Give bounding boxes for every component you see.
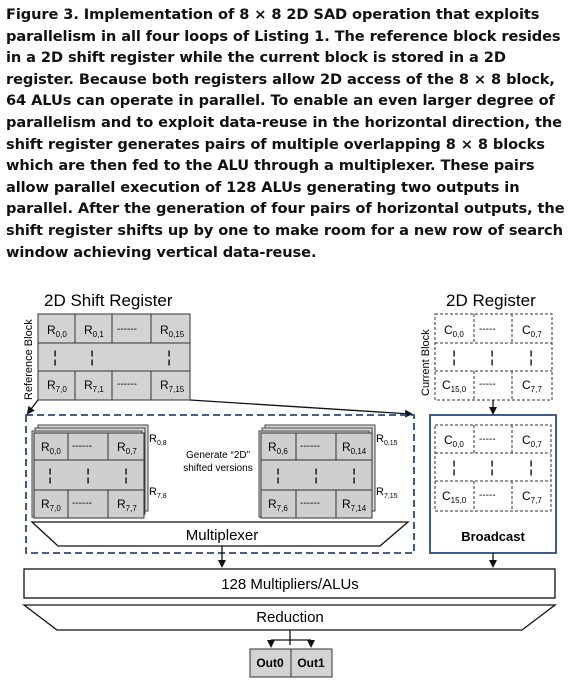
- vdots: ¦: [452, 349, 456, 366]
- cell-r0-8: R0,8: [149, 433, 167, 447]
- cell-r7-6: R7,6: [268, 497, 288, 513]
- vdots: ¦: [352, 467, 356, 484]
- vdots: ¦: [314, 467, 318, 484]
- vdots: ¦: [53, 349, 57, 366]
- vdots: ¦: [90, 349, 94, 366]
- vdots: ¦: [490, 349, 494, 366]
- dash-cell: ------: [72, 441, 92, 452]
- reduction-trapezoid: [22, 604, 557, 631]
- register-title: 2D Register: [446, 291, 536, 310]
- multiplexer-region: [25, 414, 415, 554]
- dash-cell: ------: [72, 498, 92, 509]
- cell-r7-15: R7,15: [376, 486, 398, 500]
- cell-r7-8: R7,8: [149, 486, 167, 500]
- vdots: ¦: [167, 349, 171, 366]
- short-dash-cell: -----: [479, 379, 496, 390]
- cell-r7-1: R7,1: [84, 378, 104, 394]
- figure-caption: Figure 3. Implementation of 8 × 8 2D SAD…: [6, 6, 565, 261]
- out1-box: [290, 648, 333, 678]
- vdots: ¦: [276, 467, 280, 484]
- vdots: ¦: [529, 459, 533, 476]
- dash-cell: ------: [300, 498, 320, 509]
- alu-bar: [23, 568, 556, 599]
- cell-r0-15: R0,15: [376, 433, 398, 447]
- cell-r0-0: R0,0: [47, 323, 67, 339]
- cell-c7-7: C7,7: [522, 378, 542, 394]
- short-dash-cell: -----: [479, 324, 496, 335]
- vdots: ¦: [124, 467, 128, 484]
- out1-label: Out1: [297, 656, 325, 670]
- cell-r0-1: R0,1: [84, 323, 104, 339]
- cell-c0-7: C0,7: [522, 323, 542, 339]
- cell-c15-0: C15,0: [442, 489, 467, 505]
- vdots: ¦: [529, 349, 533, 366]
- cell-c7-7: C7,7: [522, 489, 542, 505]
- dash-cell: ------: [300, 441, 320, 452]
- short-dash-cell: -----: [479, 434, 496, 445]
- generate-label-line2: shifted versions: [183, 463, 252, 474]
- vdots: ¦: [490, 459, 494, 476]
- cell-r7-14: R7,14: [342, 497, 367, 513]
- reference-block-label: Reference Block: [23, 319, 35, 400]
- out0-label: Out0: [256, 656, 284, 670]
- cell-c0-0: C0,0: [444, 433, 464, 449]
- multiplexer-trapezoid: [30, 521, 410, 547]
- cell-r7-0: R7,0: [41, 497, 61, 513]
- cell-r0-7: R0,7: [117, 440, 137, 456]
- cell-r0-0: R0,0: [41, 440, 61, 456]
- broadcast-block: C0,0 ----- C0,7 ¦ ¦ ¦ C15,0 ----- C7,7: [434, 424, 552, 512]
- cell-r0-14: R0,14: [342, 440, 367, 456]
- dash-cell: ------: [117, 324, 137, 335]
- reduction-label: Reduction: [256, 609, 324, 626]
- current-block: C0,0 ----- C0,7 ¦ ¦ ¦ C15,0 ----- C7,7: [434, 313, 553, 401]
- connector-left: [26, 399, 39, 415]
- shift-register-title: 2D Shift Register: [44, 291, 173, 310]
- broadcast-label: Broadcast: [461, 529, 525, 544]
- multiplexer-label: Multiplexer: [186, 527, 259, 544]
- generate-label-line1: Generate “2D”: [186, 450, 250, 461]
- cell-r0-15: R0,15: [160, 323, 185, 339]
- alus-label: 128 Multipliers/ALUs: [221, 576, 359, 593]
- dash-cell: ------: [117, 379, 137, 390]
- shift-register-block: R0,0 R0,1 ------ R0,15 ¦ ¦ ¦ R7,0 R7,1 -…: [37, 313, 191, 401]
- cell-r7-0: R7,0: [47, 378, 67, 394]
- cell-r7-15: R7,15: [160, 378, 185, 394]
- vdots: ¦: [48, 467, 52, 484]
- short-dash-cell: -----: [479, 490, 496, 501]
- cell-r7-7: R7,7: [117, 497, 137, 513]
- right-shifted-stack: R0,6 ------ R0,14 ¦ ¦ ¦ R7,6 ------ R7,1…: [258, 424, 398, 519]
- cell-c0-7: C0,7: [522, 433, 542, 449]
- vdots: ¦: [86, 467, 90, 484]
- cell-c15-0: C15,0: [442, 378, 467, 394]
- vdots: ¦: [452, 459, 456, 476]
- cell-r0-6: R0,6: [268, 440, 288, 456]
- left-shifted-stack: R0,0 ------ R0,7 ¦ ¦ ¦ R7,0 ------ R7,7 …: [31, 424, 167, 519]
- out0-box: [249, 648, 292, 678]
- cell-c0-0: C0,0: [444, 323, 464, 339]
- connector-right: [189, 399, 413, 418]
- current-block-label: Current Block: [420, 329, 432, 396]
